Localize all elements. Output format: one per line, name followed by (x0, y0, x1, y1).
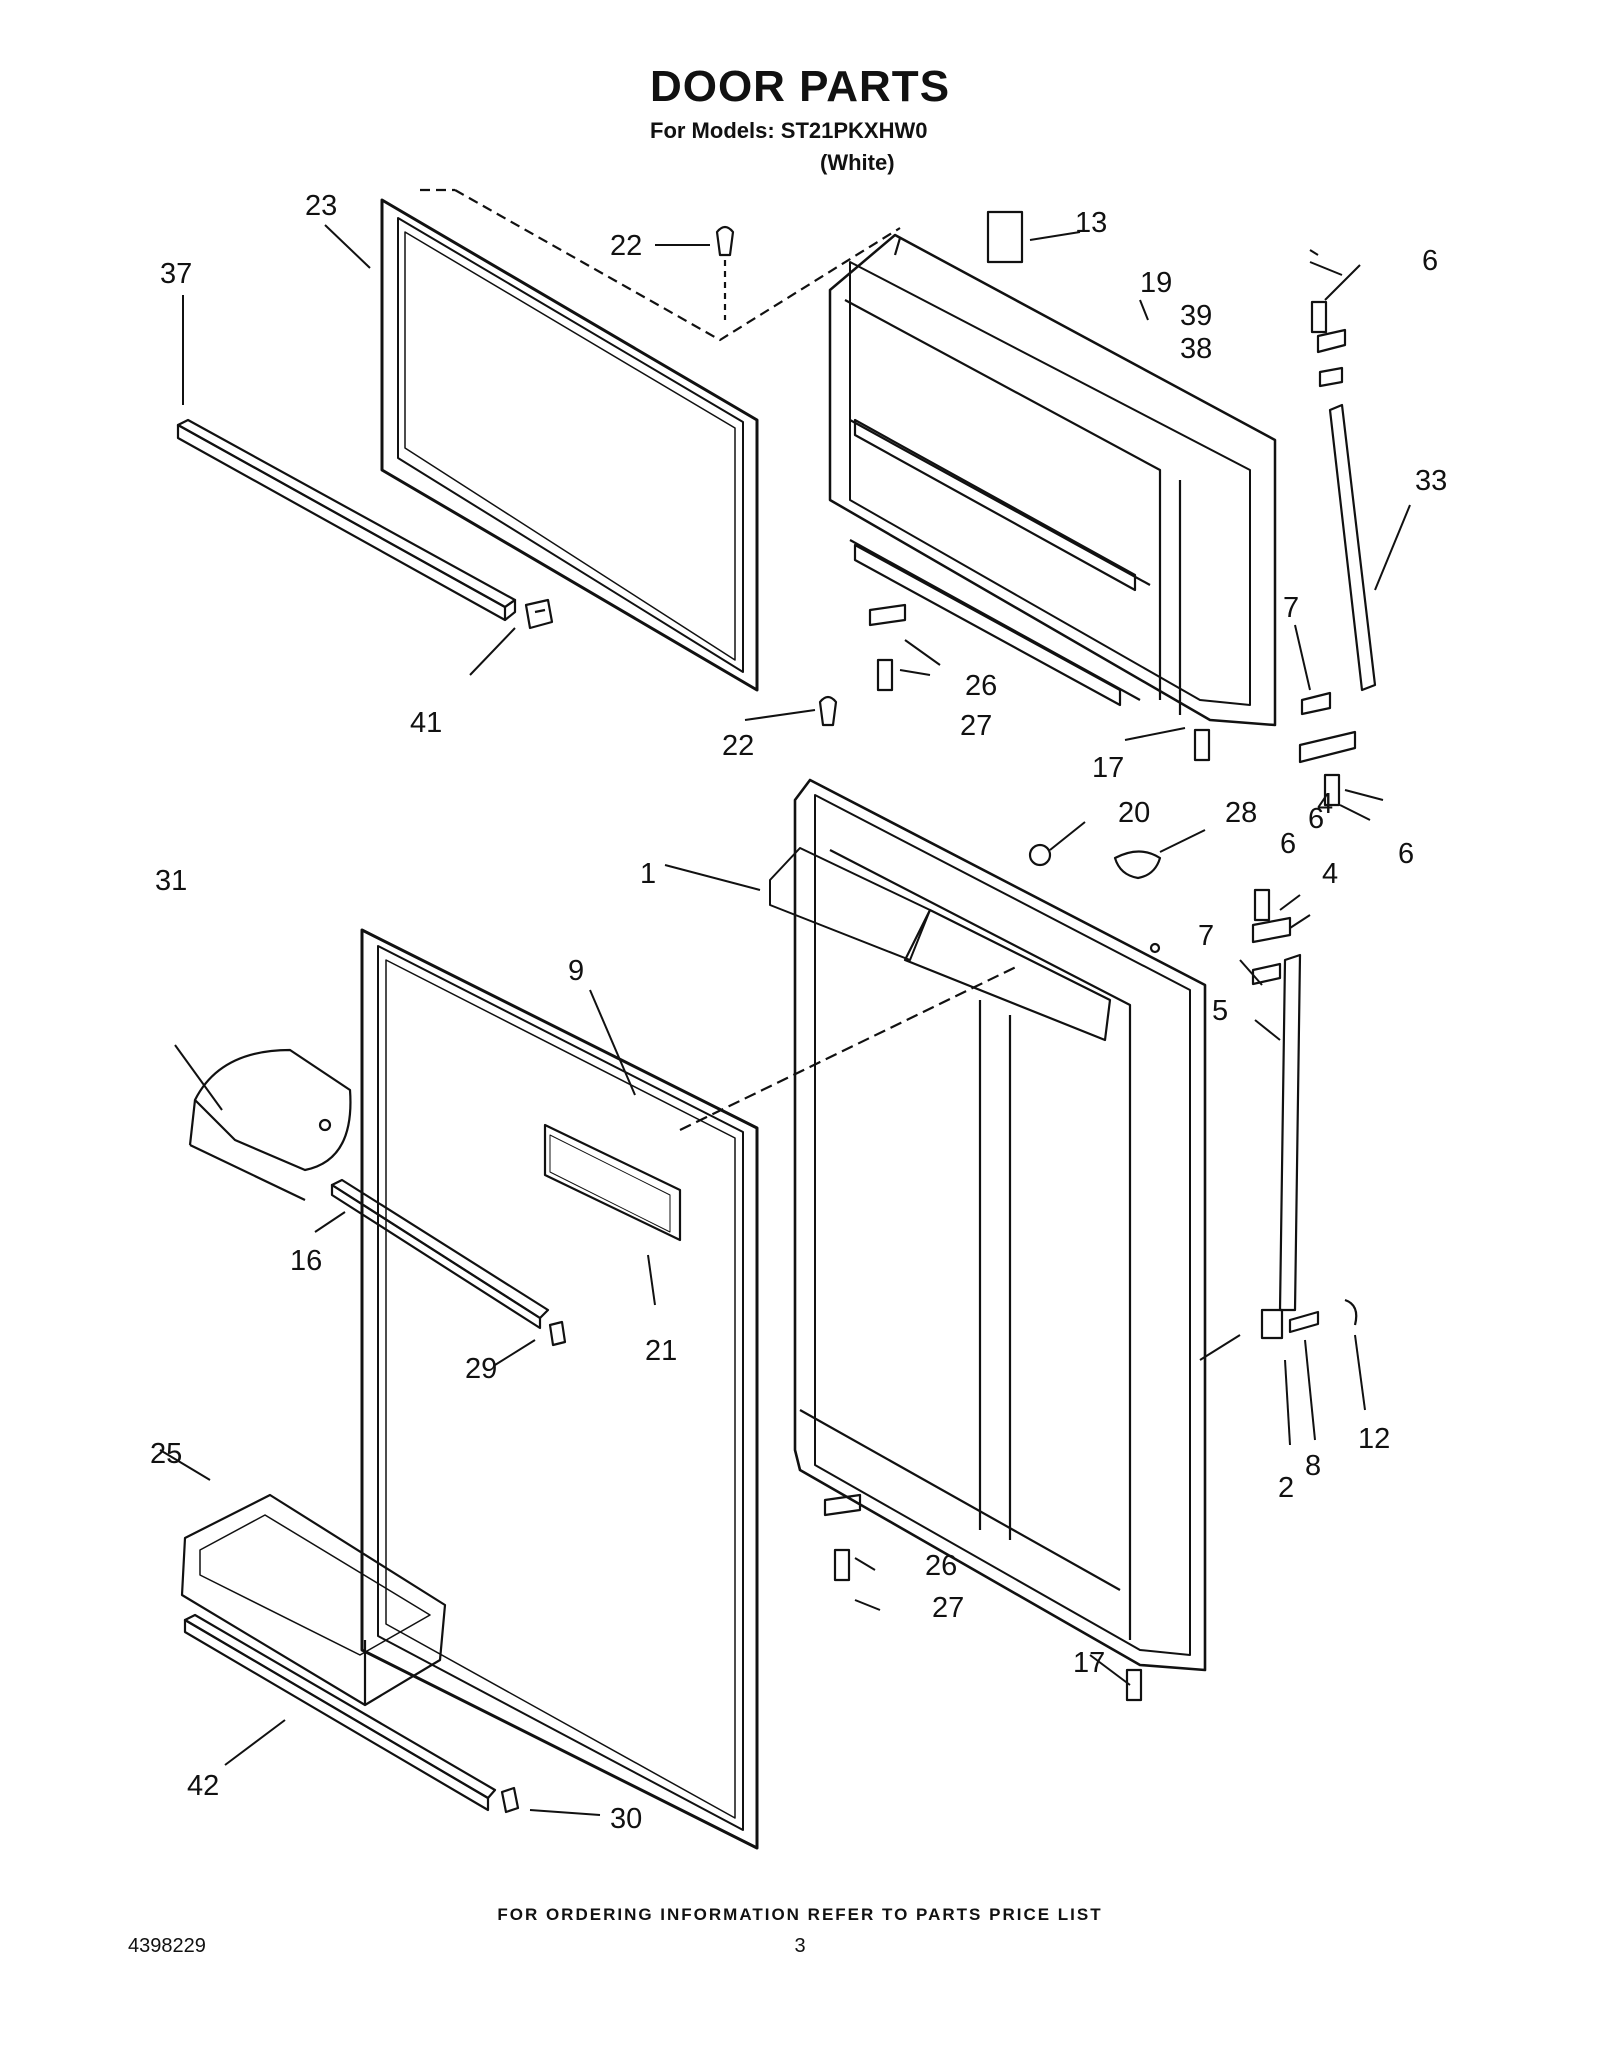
callout-26: 26 (965, 670, 997, 702)
callout-27: 27 (960, 710, 992, 742)
callout-6: 6 (1308, 803, 1324, 835)
callout-4: 4 (1317, 788, 1333, 820)
callout-17: 17 (1092, 752, 1124, 784)
callout-42: 42 (187, 1770, 219, 1802)
callout-30: 30 (610, 1803, 642, 1835)
screw-hardware (715, 225, 1341, 1702)
callout-26: 26 (925, 1550, 957, 1582)
callout-7: 7 (1283, 592, 1299, 624)
part-19-freezer-door (828, 233, 1277, 727)
callout-38: 38 (1180, 333, 1212, 365)
part-16-shelf-trim (330, 1178, 550, 1330)
callout-8: 8 (1305, 1450, 1321, 1482)
callout-22: 22 (610, 230, 642, 262)
callout-28: 28 (1225, 797, 1257, 829)
callout-20: 20 (1118, 797, 1150, 829)
callout-6: 6 (1422, 245, 1438, 277)
part-33-freezer-handle (1328, 403, 1377, 692)
callout-9: 9 (568, 955, 584, 987)
callout-7: 7 (1198, 920, 1214, 952)
callout-16: 16 (290, 1245, 322, 1277)
callout-2: 2 (1278, 1472, 1294, 1504)
part-1-fresh-food-door (769, 778, 1207, 1672)
callout-39: 39 (1180, 300, 1212, 332)
page-title: DOOR PARTS (649, 62, 951, 111)
part-31-dairy-door (188, 1048, 352, 1201)
ordering-note: FOR ORDERING INFORMATION REFER TO PARTS … (497, 1905, 1103, 1924)
hinge-hardware (1028, 328, 1358, 1340)
part-41-trim-end-cap (524, 598, 554, 630)
models-line: For Models: ST21PKXHW0 (650, 118, 928, 143)
part-29-end-cap (548, 1320, 567, 1347)
part-42-bin-trim (183, 1613, 497, 1812)
assembly-leader-9 (679, 964, 1021, 1131)
part-37-freezer-trim (176, 418, 517, 622)
callout-12: 12 (1358, 1423, 1390, 1455)
assembly-leader-22-top (454, 189, 901, 342)
part-23-freezer-gasket (380, 198, 759, 692)
callout-31: 31 (155, 865, 187, 897)
part-25-door-bin (180, 1493, 447, 1707)
part-5-fresh-food-handle (1278, 953, 1302, 1312)
page-number: 3 (794, 1935, 806, 1957)
callout-21: 21 (645, 1335, 677, 1367)
callout-27: 27 (932, 1592, 964, 1624)
callout-23: 23 (305, 190, 337, 222)
callout-leader-lines (159, 224, 1411, 1816)
callout-1: 1 (640, 858, 656, 890)
callout-6: 6 (1398, 838, 1414, 870)
color-line: (White) (820, 150, 895, 175)
callout-5: 5 (1212, 995, 1228, 1027)
callout-33: 33 (1415, 465, 1447, 497)
callout-6: 6 (1280, 828, 1296, 860)
callout-17: 17 (1073, 1647, 1105, 1679)
part-30-end-cap (500, 1786, 520, 1814)
document-number: 4398229 (128, 1935, 206, 1957)
callout-25: 25 (150, 1438, 182, 1470)
callout-22: 22 (722, 730, 754, 762)
callout-29: 29 (465, 1353, 497, 1385)
part-9-fresh-food-gasket (360, 928, 759, 1850)
callout-41: 41 (410, 707, 442, 739)
callout-37: 37 (160, 258, 192, 290)
part-13-label (986, 210, 1024, 264)
callout-19: 19 (1140, 267, 1172, 299)
callout-4: 4 (1322, 858, 1338, 890)
part-21-nameplate (543, 1123, 682, 1242)
callout-13: 13 (1075, 207, 1107, 239)
